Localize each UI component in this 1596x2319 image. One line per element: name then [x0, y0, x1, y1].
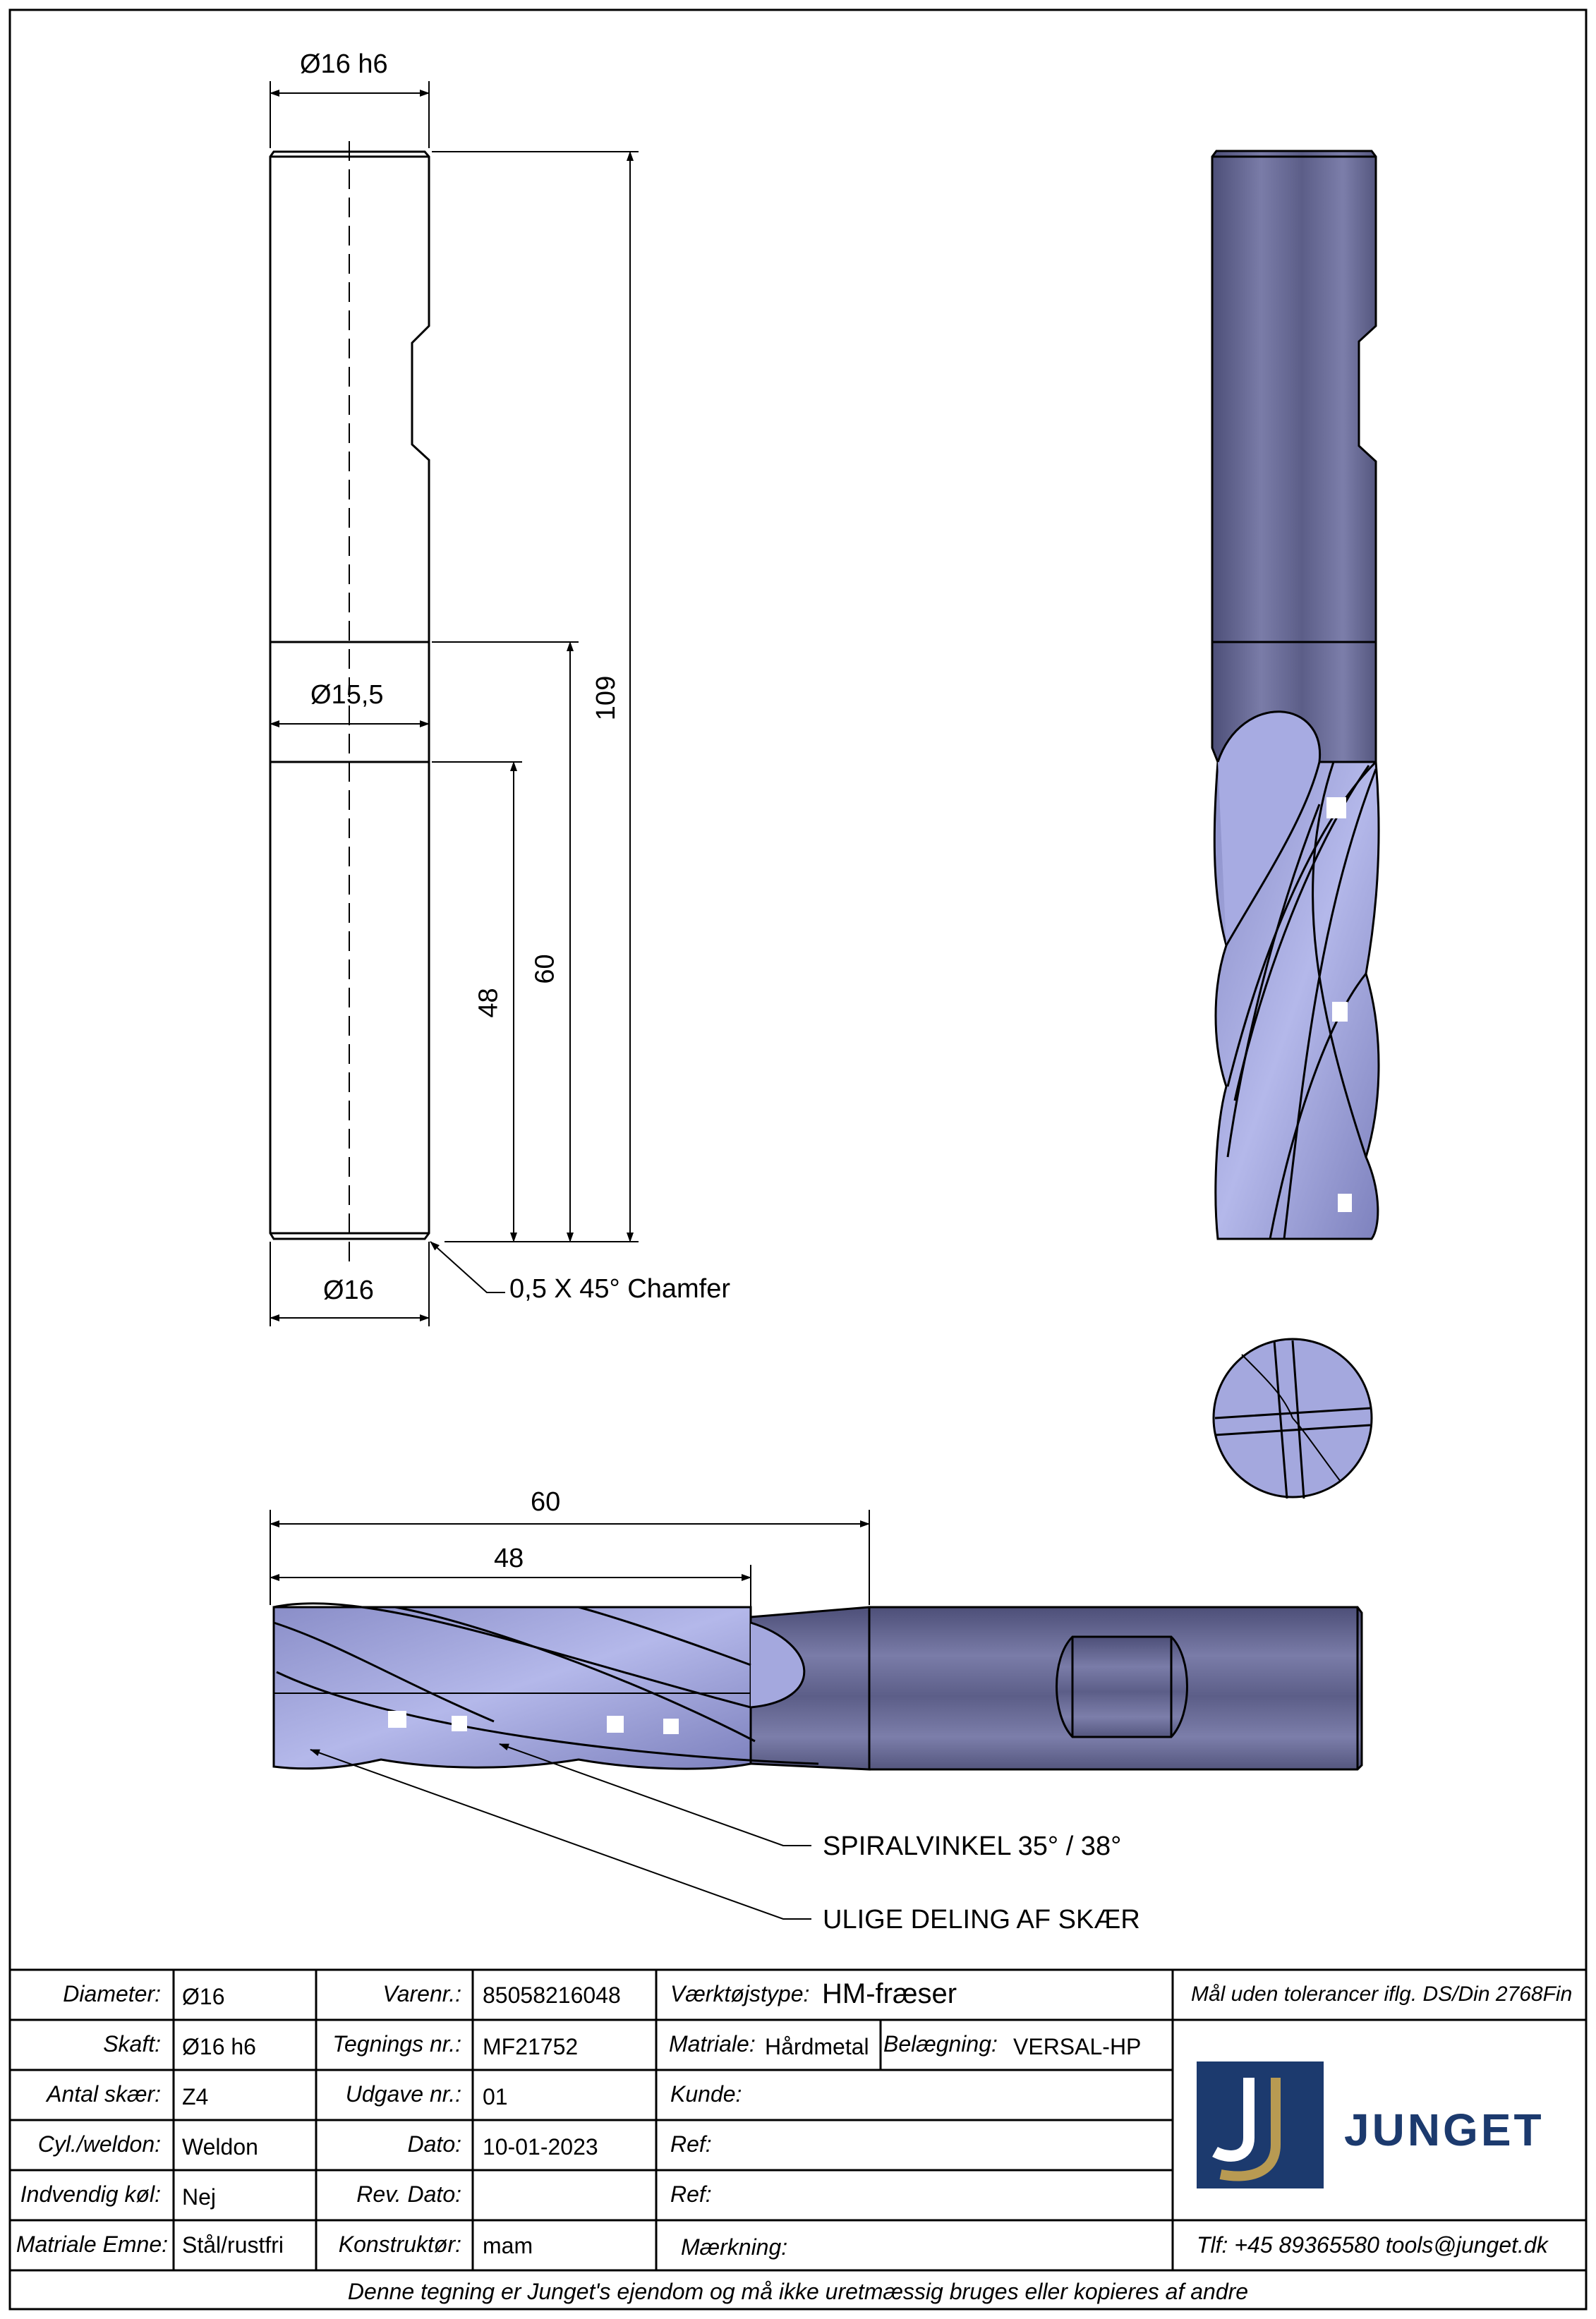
side-view-outline	[269, 141, 430, 1263]
dim-cut-length: 48	[473, 988, 504, 1018]
label-item-number: Varenr.:	[382, 1981, 461, 2006]
label-reference-1: Ref:	[670, 2131, 712, 2157]
value-workpiece-material: Stål/rustfri	[182, 2232, 284, 2258]
dim-flute-length: 60	[530, 954, 560, 984]
label-revision-number: Udgave nr.:	[345, 2081, 461, 2107]
label-drawing-number: Tegnings nr.:	[332, 2031, 461, 2057]
label-coating: Belægning:	[883, 2031, 998, 2057]
label-customer: Kunde:	[670, 2081, 742, 2107]
dim-total-length: 109	[591, 675, 622, 721]
edge-division-note: ULIGE DELING AF SKÆR	[823, 1905, 1140, 1934]
label-reference-2: Ref:	[670, 2181, 712, 2207]
tool-3d-vertical	[1211, 150, 1380, 1240]
tool-end-view	[1212, 1338, 1373, 1499]
dim-shank-diameter: Ø16 h6	[300, 49, 388, 79]
label-designer: Konstruktør:	[338, 2232, 461, 2257]
label-cyl-weldon: Cyl./weldon:	[37, 2131, 161, 2157]
dim-bottom-cut-length: 48	[494, 1544, 524, 1573]
value-shank: Ø16 h6	[182, 2034, 256, 2059]
value-tool-type: HM-fræser	[822, 1978, 957, 2009]
value-drawing-number: MF21752	[483, 2034, 579, 2059]
label-diameter: Diameter:	[63, 1981, 161, 2006]
junget-logo	[1197, 2061, 1324, 2188]
label-shank: Skaft:	[103, 2031, 161, 2057]
value-coating: VERSAL-HP	[1013, 2034, 1142, 2059]
label-date: Dato:	[407, 2131, 461, 2157]
value-revision-number: 01	[483, 2084, 508, 2109]
value-cyl-weldon: Weldon	[182, 2134, 258, 2160]
value-flutes: Z4	[182, 2084, 209, 2109]
tool-3d-horizontal	[272, 1602, 1363, 1771]
chamfer-note: 0,5 X 45° Chamfer	[509, 1274, 731, 1304]
label-flutes: Antal skær:	[47, 2081, 161, 2107]
value-internal-cooling: Nej	[182, 2184, 217, 2210]
label-workpiece-material: Matriale Emne:	[16, 2232, 168, 2257]
dim-tip-diameter: Ø16	[323, 1276, 374, 1305]
side-view-dimensions	[270, 81, 639, 1326]
value-tool-material: Hårdmetal	[765, 2034, 869, 2059]
label-internal-cooling: Indvendig køl:	[20, 2181, 161, 2207]
label-revision-date: Rev. Dato:	[356, 2181, 461, 2207]
company-name: JUNGET	[1344, 2105, 1544, 2155]
spiral-angle-note: SPIRALVINKEL 35° / 38°	[823, 1831, 1122, 1861]
value-date: 10-01-2023	[483, 2134, 598, 2160]
dim-bottom-flute-length: 60	[531, 1487, 561, 1517]
contact-info: Tlf: +45 89365580 tools@junget.dk	[1197, 2232, 1548, 2258]
footer-disclaimer: Denne tegning er Junget's ejendom og må …	[347, 2279, 1249, 2304]
label-tool-material: Matriale:	[669, 2031, 756, 2057]
bottom-view-dimensions	[270, 1510, 870, 1920]
title-block-grid	[10, 1968, 1586, 2272]
tolerance-note: Mål uden tolerancer iflg. DS/Din 2768Fin	[1191, 1982, 1573, 2006]
value-designer: mam	[483, 2233, 533, 2258]
sheet-border	[8, 8, 1588, 2311]
label-tool-type: Værktøjstype:	[670, 1981, 810, 2006]
label-marking: Mærkning:	[681, 2234, 788, 2260]
value-item-number: 85058216048	[483, 1982, 621, 2008]
value-diameter: Ø16	[182, 1984, 225, 2009]
dim-neck-diameter: Ø15,5	[310, 680, 384, 710]
